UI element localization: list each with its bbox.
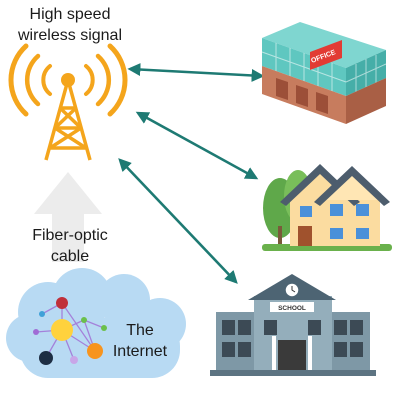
arrow-to-school [118, 158, 238, 284]
radio-tower-icon [8, 43, 128, 161]
internet-label: The Internet [112, 322, 168, 360]
school-sign: SCHOOL [278, 305, 306, 312]
wireless-signal-label: High speed wireless signal [17, 6, 123, 44]
fiber-optic-cable-label: Fiber-optic cable [32, 227, 108, 265]
school-building-icon: SCHOOL [210, 274, 376, 376]
up-arrow-icon [34, 172, 102, 262]
internet-cloud-icon [6, 268, 186, 378]
arrow-to-house [135, 111, 259, 180]
house-icon [262, 164, 392, 251]
office-building-icon: OFFICE [261, 22, 387, 124]
arrow-to-office [127, 63, 265, 82]
signal-arrows [118, 63, 265, 284]
